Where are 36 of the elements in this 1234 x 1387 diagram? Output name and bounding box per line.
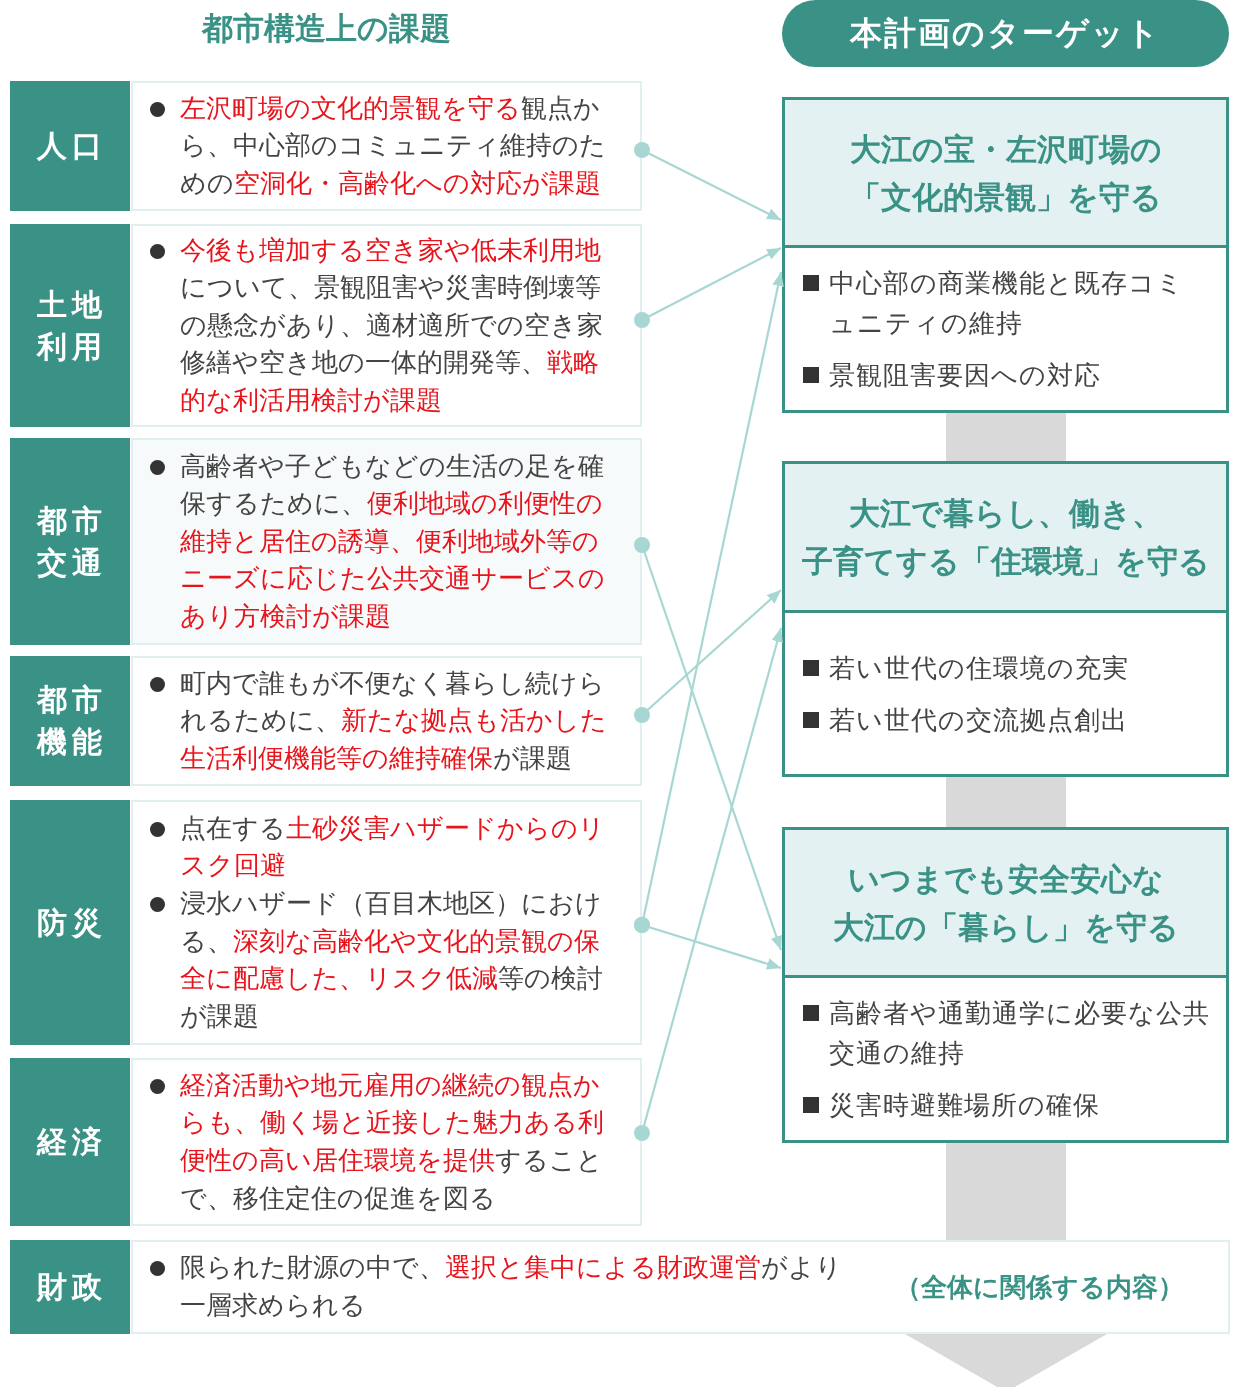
issue-text: 経済活動や地元雇用の継続の観点からも、働く場と近接した魅力ある利便性の高い居住環境を提供することで、移住定住の促進を図る — [180, 1068, 605, 1215]
target-item: 高齢者や通勤通学に必要な公共交通の維持 — [829, 997, 1210, 1070]
column-heading: 都市構造上の課題 — [200, 9, 452, 48]
connector-arrow — [634, 537, 783, 951]
connector-arrow — [634, 627, 783, 1141]
target-box — [782, 461, 1229, 777]
connector-arrow — [634, 917, 782, 970]
issue-text: 今後も増加する空き家や低未利用地について、景観阻害や災害時倒壊等の懸念があり、適材適所での空き家修繕や空き地の一体的開発等、戦略的な利活用検討が課題 — [180, 233, 604, 417]
target-heading: いつまでも安全安心な大江の「暮らし」を守る — [785, 830, 1226, 978]
category-tab: 経済 — [10, 1058, 130, 1226]
note-text: （全体に関係する内容） — [895, 1270, 1184, 1304]
issue-text: 高齢者や子どもなどの生活の足を確保するために、便利地域の利便性の維持と居住の誘導、便利地域外等のニーズに応じた公共交通サービスのあり方検討が課題 — [180, 449, 606, 633]
connector-arrow — [634, 247, 782, 328]
target-box — [782, 97, 1229, 413]
target-pill: 本計画のターゲット — [782, 0, 1229, 67]
issue-text: 限られた財源の中で、選択と集中による財政運営がより一層求められる — [180, 1251, 843, 1322]
category-tab: 都市交通 — [10, 438, 130, 645]
connector-arrow — [634, 589, 782, 723]
issue-text: 浸水ハザード（百目木地区）における、深刻な高齢化や文化的景観の保全に配慮した、リスク低減等の検討が課題 — [180, 886, 604, 1033]
issue-text: 町内で誰もが不便なく暮らし続けられるために、新たな拠点も活かした生活利便機能等の維持確保が課題 — [180, 666, 608, 775]
category-tab: 財政 — [10, 1240, 130, 1334]
target-item: 景観阻害要因への対応 — [829, 359, 1102, 392]
category-tab: 土地利用 — [10, 224, 130, 427]
category-tab: 防災 — [10, 800, 130, 1045]
connector-arrow — [634, 142, 782, 221]
issue-text: 点在する土砂災害ハザードからのリスク回避 — [180, 811, 606, 883]
target-heading: 大江の宝・左沢町場の「文化的景観」を守る — [785, 100, 1226, 248]
target-item: 中心部の商業機能と既存コミュニティの維持 — [829, 267, 1185, 340]
category-tab: 人口 — [10, 81, 130, 211]
target-item: 災害時避難場所の確保 — [829, 1089, 1101, 1122]
issue-text: 左沢町場の文化的景観を守る観点から、中心部のコミュニティ維持のための空洞化・高齢化への対応が課題 — [180, 91, 607, 200]
category-tab: 都市機能 — [10, 656, 130, 786]
target-item: 若い世代の交流拠点創出 — [829, 703, 1129, 737]
target-item: 若い世代の住環境の充実 — [829, 651, 1130, 685]
target-heading: 大江で暮らし、働き、子育てする「住環境」を守る — [785, 464, 1226, 613]
target-box — [782, 827, 1229, 1143]
